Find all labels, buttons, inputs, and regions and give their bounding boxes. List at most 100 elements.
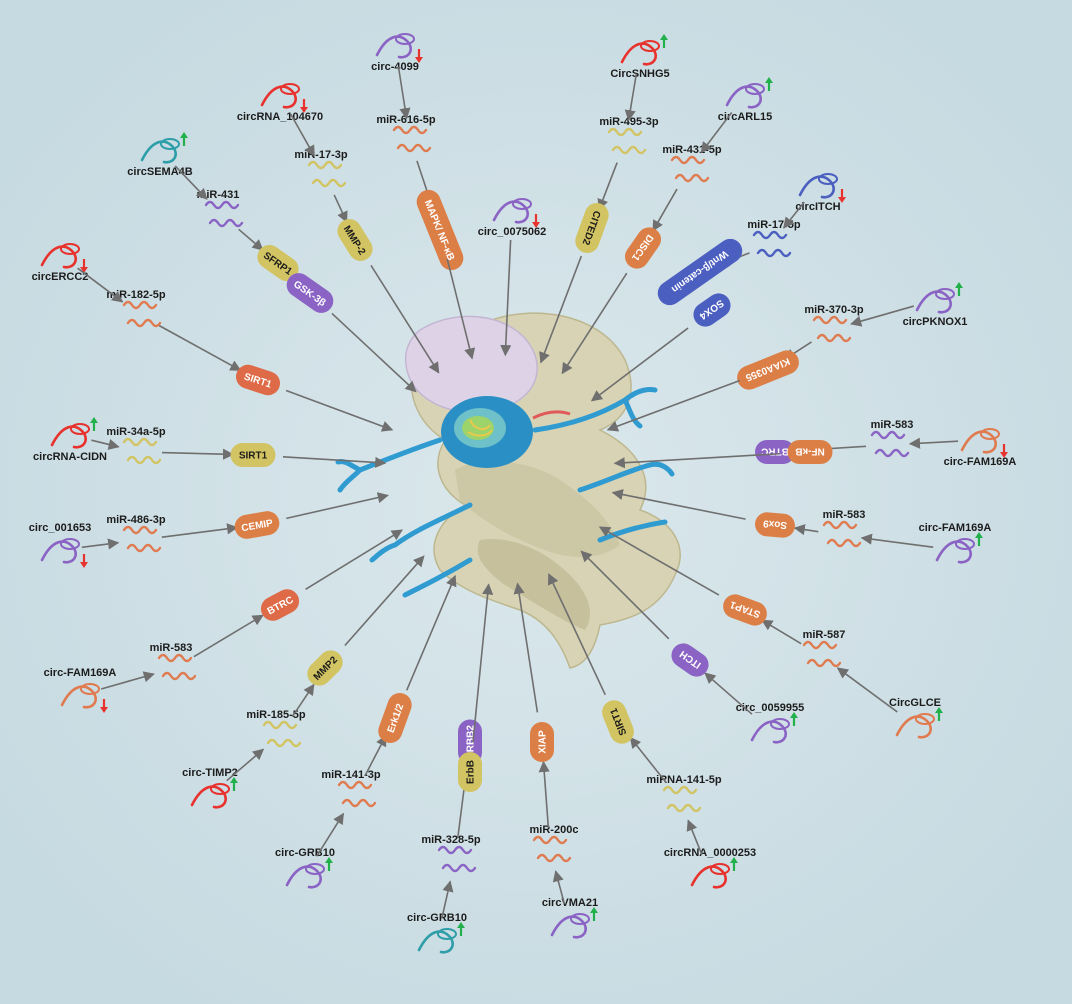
circrna-glyph xyxy=(895,707,943,739)
target-pill: SOX4 xyxy=(693,293,731,327)
target-label: ErbB xyxy=(466,760,477,784)
circ-to-mirna-arrow xyxy=(290,113,315,157)
mirna-glyph xyxy=(392,125,432,153)
mirna-to-target-arrow xyxy=(652,188,678,232)
target-to-center-arrow xyxy=(561,272,628,375)
target-pill: Sox9 xyxy=(755,512,795,538)
mirna-glyph xyxy=(802,640,842,668)
target-pill: CITED2 xyxy=(575,203,609,253)
circrna-glyph xyxy=(60,683,108,713)
mirna-label: miR-431-5p xyxy=(662,144,722,156)
mirna-to-target-arrow xyxy=(161,523,239,538)
circrna-glyph xyxy=(550,907,598,939)
target-to-center-arrow xyxy=(282,456,387,469)
mirna-glyph xyxy=(662,785,702,813)
target-to-center-arrow xyxy=(590,327,689,402)
circ-to-mirna-arrow xyxy=(850,305,915,327)
circrna-label: circRNA_0000253 xyxy=(664,847,756,859)
mirna-glyph xyxy=(122,525,162,553)
target-to-center-arrow xyxy=(598,526,720,596)
mirna-to-target-arrow xyxy=(597,162,618,211)
target-to-center-arrow xyxy=(286,492,389,520)
circrna-glyph xyxy=(960,428,1008,458)
target-to-center-arrow xyxy=(370,264,440,374)
mirna-label: miR-185-5p xyxy=(246,709,306,721)
circ-to-mirna-arrow xyxy=(81,538,120,550)
circrna-label: circVMA21 xyxy=(542,897,598,909)
mirna-label: miR-486-3p xyxy=(106,514,166,526)
mirna-glyph xyxy=(670,155,710,183)
mirna-glyph xyxy=(204,200,244,228)
mirna-glyph xyxy=(262,720,302,748)
circ-to-mirna-arrow xyxy=(686,819,703,855)
target-label: Sox9 xyxy=(762,517,787,530)
vertebra-illustration xyxy=(335,312,681,669)
circrna-label: circ-TIMP2 xyxy=(182,767,238,779)
target-pill: Erk1/2 xyxy=(378,693,412,743)
target-to-center-arrow xyxy=(344,555,425,647)
mirna-glyph xyxy=(752,230,792,258)
circrna-glyph xyxy=(915,282,963,314)
target-to-center-arrow xyxy=(613,452,781,469)
circrna-glyph xyxy=(375,33,423,63)
target-to-center-arrow xyxy=(446,258,476,360)
mirna-glyph xyxy=(607,127,647,155)
target-pill: SIRT1 xyxy=(602,700,634,744)
target-to-center-arrow xyxy=(611,489,746,520)
circ-to-mirna-arrow xyxy=(860,533,934,548)
mirna-label: miR-141-3p xyxy=(321,769,381,781)
circrna-label: circSEMA4B xyxy=(127,166,192,178)
circ-to-mirna-arrow xyxy=(100,671,155,690)
target-pill: XIAP xyxy=(530,722,554,762)
mirna-glyph xyxy=(870,430,910,458)
mirna-to-target-arrow xyxy=(793,524,819,536)
circ-to-mirna-arrow xyxy=(315,812,345,857)
circrna-label: circ_0059955 xyxy=(736,702,805,714)
mirna-glyph xyxy=(532,835,572,863)
target-to-center-arrow xyxy=(472,583,494,743)
target-pill: CEMIP xyxy=(234,511,280,539)
target-label: ERBB2 xyxy=(466,725,477,759)
circrna-glyph xyxy=(725,77,773,109)
circ-to-mirna-arrow xyxy=(441,880,454,919)
mirna-glyph xyxy=(437,845,477,873)
circrna-glyph xyxy=(750,712,798,744)
target-to-center-arrow xyxy=(500,239,512,357)
target-pill: ErbB xyxy=(458,752,482,792)
mirna-label: miR-616-5p xyxy=(376,114,436,126)
circ-to-mirna-arrow xyxy=(783,201,805,229)
circ-to-mirna-arrow xyxy=(91,438,120,450)
circrna-glyph xyxy=(50,417,98,449)
target-to-center-arrow xyxy=(513,582,539,713)
mirna-label: miR-587 xyxy=(803,629,846,641)
mirna-label: miR-495-3p xyxy=(599,116,659,128)
target-pill: STAP1 xyxy=(723,594,767,626)
circrna-glyph xyxy=(40,243,88,273)
target-label: CEMIP xyxy=(241,518,274,534)
mirna-glyph xyxy=(822,520,862,548)
circ-to-mirna-arrow xyxy=(226,748,265,782)
circrna-label: circRNA_104670 xyxy=(237,111,323,123)
circrna-label: circ_001653 xyxy=(29,522,91,534)
circrna-label: circ-4099 xyxy=(371,61,419,73)
circrna-label: circ-FAM169A xyxy=(44,667,117,679)
circrna-label: CircSNHG5 xyxy=(610,68,669,80)
circrna-label: circERCC2 xyxy=(32,271,89,283)
circrna-glyph xyxy=(40,538,88,568)
mirna-to-target-arrow xyxy=(364,734,387,776)
circrna-label: circ-FAM169A xyxy=(919,522,992,534)
mirna-label: miR-328-5p xyxy=(421,834,481,846)
target-label: BTRC xyxy=(761,445,789,456)
target-pill: SIRT1 xyxy=(230,443,276,467)
circ-to-target-arrow xyxy=(704,672,753,715)
circ-to-mirna-arrow xyxy=(836,667,898,713)
circrna-glyph xyxy=(798,173,846,203)
circrna-glyph xyxy=(690,857,738,889)
mirna-label: miR-17-3p xyxy=(294,149,347,161)
target-to-center-arrow xyxy=(305,529,403,590)
mirna-to-target-arrow xyxy=(291,683,315,718)
circrna-glyph xyxy=(620,34,668,66)
circrna-glyph xyxy=(285,857,333,889)
circrna-glyph xyxy=(140,132,188,164)
